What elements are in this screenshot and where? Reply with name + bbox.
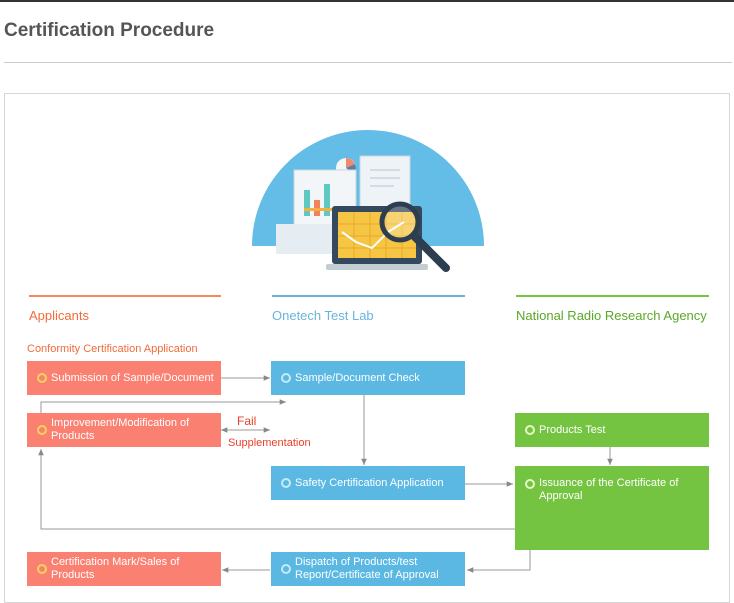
submission-step: Submission of Sample/Document (27, 361, 221, 395)
report-magnifier-illustration (252, 130, 484, 272)
step-marker-icon (281, 564, 291, 574)
fail-label: Fail (237, 414, 257, 428)
safety-application-step: Safety Certification Application (271, 466, 465, 500)
cert-mark-step: Certification Mark/Sales of Products (27, 552, 221, 586)
applicants-rule (29, 295, 221, 297)
sample-check-step: Sample/Document Check (271, 361, 465, 395)
products-test-step: Products Test (515, 413, 709, 447)
agency-heading: National Radio Research Agency (516, 308, 707, 323)
step-marker-icon (525, 425, 535, 435)
title-divider (4, 62, 732, 63)
supplementation-label: Supplementation (228, 437, 311, 449)
step-marker-icon (525, 479, 535, 489)
top-rule (0, 0, 734, 2)
step-marker-icon (37, 564, 47, 574)
step-marker-icon (281, 373, 291, 383)
applicants-heading: Applicants (29, 308, 89, 323)
dispatch-step: Dispatch of Products/test Report/Certifi… (271, 552, 465, 586)
lab-heading: Onetech Test Lab (272, 308, 374, 323)
lab-rule (272, 295, 465, 297)
page-title: Certification Procedure (4, 20, 215, 41)
agency-rule (516, 295, 709, 297)
step-marker-icon (37, 373, 47, 383)
issuance-step: Issuance of the Certificate of Approval (515, 466, 709, 550)
step-marker-icon (37, 425, 47, 435)
section-label: Conformity Certification Application (27, 343, 198, 355)
step-marker-icon (281, 478, 291, 488)
improvement-step: Improvement/Modification of Products (27, 413, 221, 447)
flow-connectors (38, 375, 613, 573)
